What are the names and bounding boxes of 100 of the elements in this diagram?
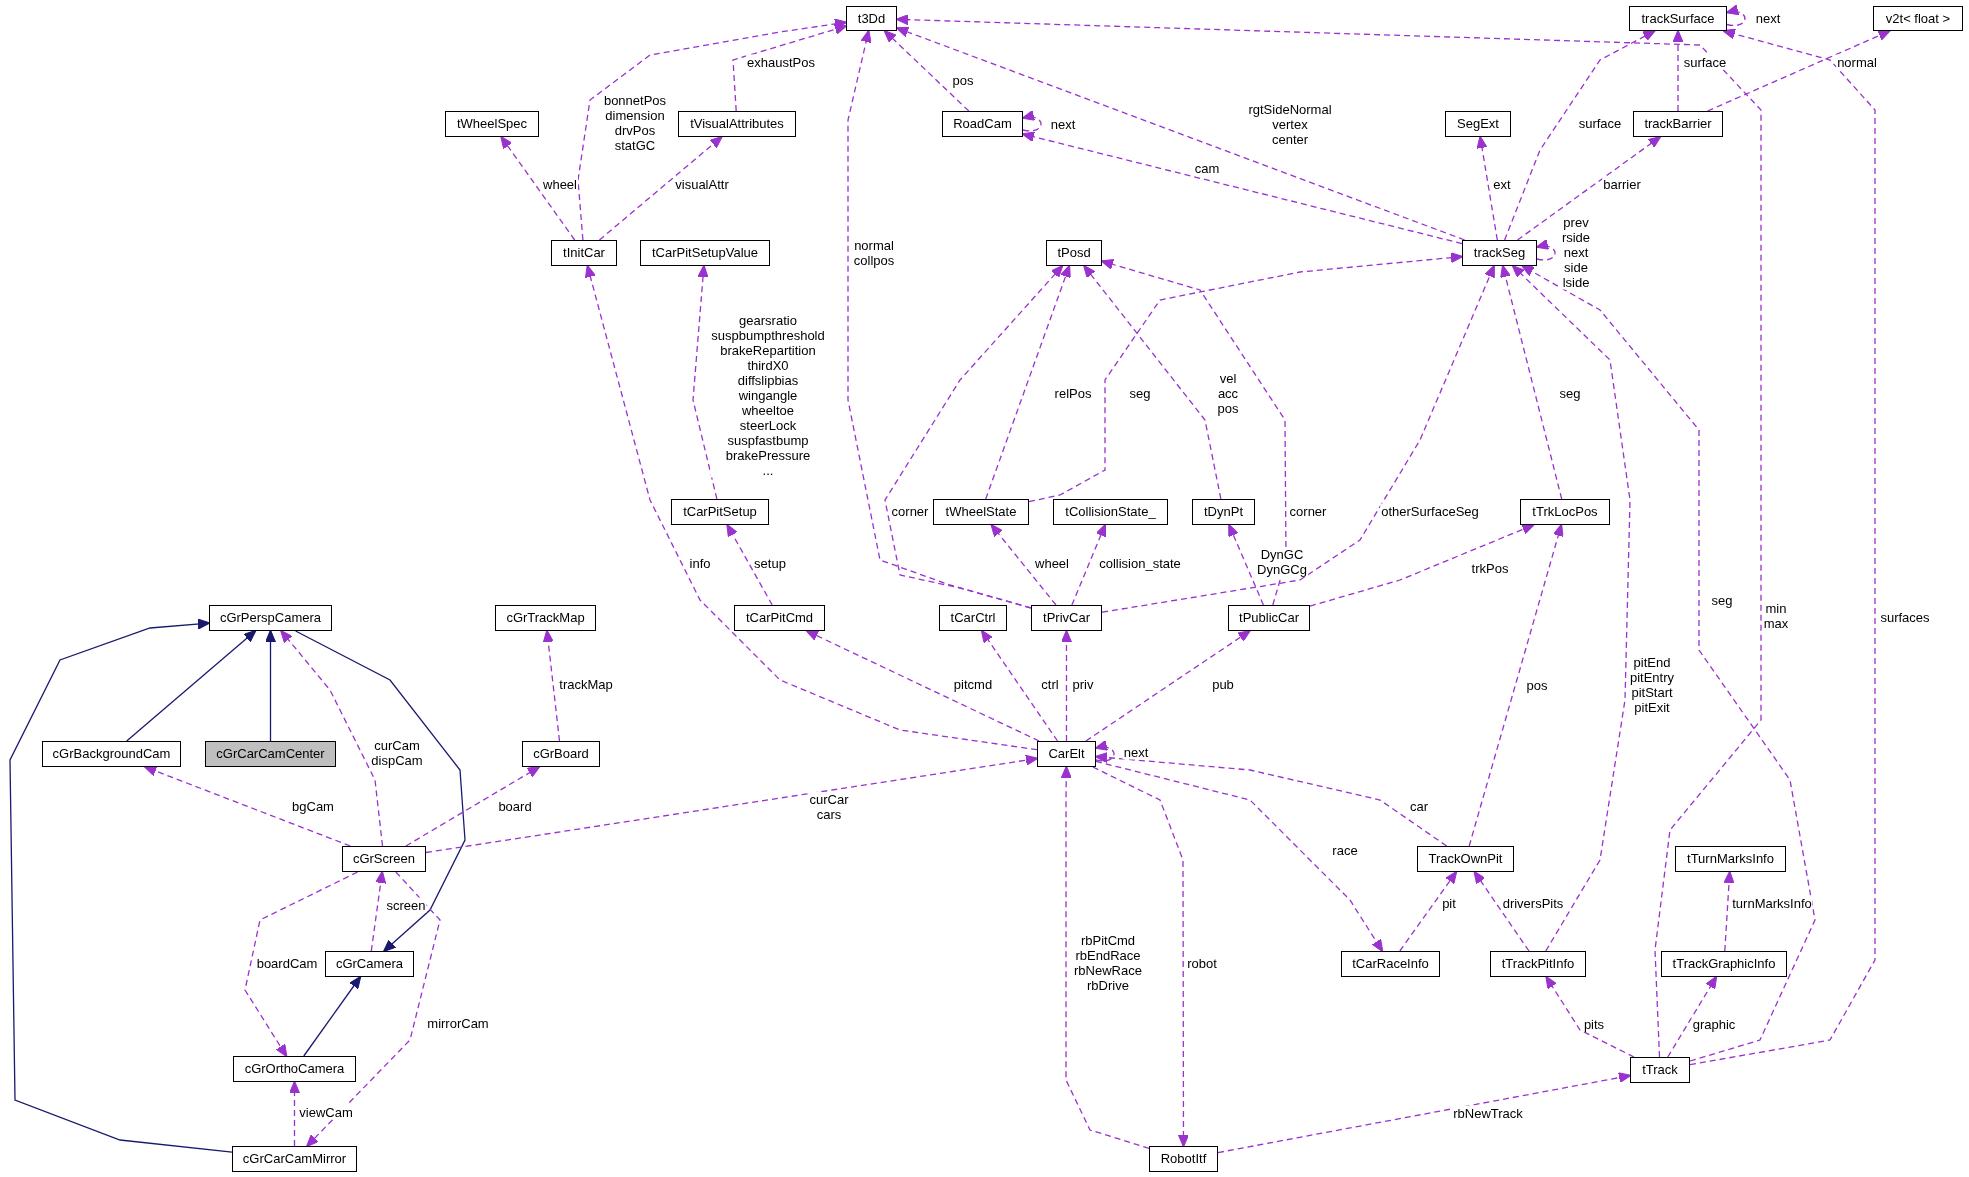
class-box: tDynPt bbox=[1192, 499, 1255, 525]
arrow bbox=[303, 975, 362, 1057]
class-box: tWheelState bbox=[933, 499, 1029, 525]
class-box: RobotItf bbox=[1149, 1146, 1218, 1172]
class-box: tCarRaceInfo bbox=[1341, 951, 1440, 977]
dashed-arrow bbox=[1545, 975, 1635, 1058]
dashed-arrow bbox=[1071, 523, 1106, 606]
dashed-arrow bbox=[244, 871, 359, 1058]
dashed-arrow bbox=[305, 871, 441, 1148]
dashed-arrow bbox=[805, 630, 1040, 742]
dashed-arrow bbox=[692, 264, 718, 500]
edge-label: surface bbox=[1682, 54, 1728, 70]
dashed-arrow bbox=[370, 870, 387, 952]
class-box: trackSurface bbox=[1629, 6, 1727, 31]
edge-label: normal collpos bbox=[852, 238, 896, 268]
class-box: cGrPerspCamera bbox=[209, 605, 332, 631]
dashed-arrow bbox=[1094, 752, 1448, 847]
edge-label: rbPitCmd rbEndRace rbNewRace rbDrive bbox=[1073, 933, 1143, 993]
class-box: tCarPitCmd bbox=[734, 605, 825, 631]
dashed-arrow bbox=[1503, 30, 1656, 241]
edge-label: viewCam bbox=[298, 1104, 354, 1120]
class-box: t3Dd bbox=[846, 6, 897, 31]
dashed-arrow bbox=[500, 135, 576, 241]
class-box: trackSeg bbox=[1462, 240, 1537, 266]
class-box: tTrack bbox=[1630, 1057, 1690, 1083]
dashed-arrow bbox=[1521, 265, 1816, 1062]
class-box: tPublicCar bbox=[1228, 605, 1310, 631]
class-box: tTrackPitInfo bbox=[1490, 951, 1586, 977]
class-box: v2t< float > bbox=[1873, 6, 1963, 31]
arrow bbox=[265, 629, 276, 742]
class-box: CarElt bbox=[1037, 741, 1096, 767]
class-box: cGrBoard bbox=[522, 741, 600, 767]
arrow bbox=[126, 629, 257, 742]
class-box: cGrBackgroundCam bbox=[42, 741, 181, 767]
dashed-arrow bbox=[1028, 252, 1464, 503]
class-box: tTrkLocPos bbox=[1520, 499, 1610, 525]
dashed-arrow bbox=[985, 264, 1071, 500]
dashed-arrow bbox=[542, 629, 561, 742]
class-box: SegExt bbox=[1445, 111, 1511, 137]
dashed-arrow bbox=[990, 523, 1057, 606]
edge-label: DynGC DynGCg bbox=[1256, 547, 1308, 577]
dashed-arrow bbox=[1217, 1072, 1632, 1154]
class-box: trackBarrier bbox=[1633, 111, 1723, 137]
dashed-arrow bbox=[1309, 524, 1535, 607]
dashed-arrow bbox=[726, 523, 773, 606]
dashed-arrow bbox=[1399, 870, 1458, 952]
dashed-arrow bbox=[884, 264, 1064, 609]
class-box: cGrOrthoCamera bbox=[233, 1056, 356, 1082]
dashed-arrow bbox=[1723, 870, 1735, 952]
dashed-arrow bbox=[1476, 135, 1498, 241]
dashed-arrow bbox=[1725, 5, 1746, 27]
dashed-arrow bbox=[1500, 264, 1563, 500]
class-box: tCarPitSetupValue bbox=[640, 240, 770, 266]
arrow bbox=[9, 618, 233, 1153]
class-box: tInitCar bbox=[551, 240, 617, 266]
edge-label: bonnetPos dimension drvPos statGC bbox=[602, 93, 668, 153]
dashed-arrow bbox=[895, 26, 1466, 241]
dashed-arrow bbox=[883, 29, 970, 112]
class-box: cGrScreen bbox=[342, 846, 426, 872]
dashed-arrow bbox=[1672, 29, 1684, 112]
dashed-arrow bbox=[1473, 870, 1530, 952]
class-box: tCollisionState_ bbox=[1053, 499, 1168, 525]
dashed-arrow bbox=[1689, 28, 1876, 1066]
dashed-arrow bbox=[1516, 135, 1662, 241]
dashed-arrow bbox=[1095, 760, 1384, 953]
edge-label: rbNewTrack bbox=[1452, 1105, 1524, 1121]
dashed-arrow bbox=[1468, 523, 1564, 847]
dashed-arrow bbox=[585, 264, 1038, 751]
class-box: tVisualAttributes bbox=[678, 111, 796, 137]
edge-label: curCam dispCam bbox=[370, 738, 424, 768]
dashed-arrow bbox=[732, 23, 848, 112]
edge-label: curCar cars bbox=[808, 792, 850, 822]
edge-label: screen bbox=[385, 897, 427, 913]
class-box: cGrCarCamMirror bbox=[232, 1146, 357, 1172]
dashed-arrow bbox=[1511, 264, 1631, 952]
dashed-arrow bbox=[1706, 30, 1891, 112]
class-box: RoadCam bbox=[942, 111, 1023, 137]
edge-label: barrier bbox=[1602, 176, 1642, 192]
dashed-arrow bbox=[1085, 629, 1251, 742]
dashed-arrow bbox=[1228, 523, 1265, 606]
dashed-arrow bbox=[1061, 629, 1072, 742]
dashed-arrow bbox=[1060, 765, 1150, 1149]
dashed-arrow bbox=[895, 14, 1762, 1058]
dashed-arrow bbox=[980, 629, 1059, 742]
dashed-arrow bbox=[1101, 264, 1495, 613]
class-box: tPosd bbox=[1046, 240, 1102, 266]
dashed-arrow bbox=[1100, 259, 1287, 606]
dashed-arrow bbox=[405, 766, 541, 847]
dashed-arrow bbox=[577, 18, 848, 241]
dashed-arrow bbox=[1535, 239, 1556, 261]
class-box: TrackOwnPit bbox=[1417, 846, 1514, 872]
edge-label: exhaustPos bbox=[746, 54, 816, 70]
class-box: tTurnMarksInfo bbox=[1675, 846, 1786, 872]
dashed-arrow bbox=[1021, 110, 1042, 132]
dashed-arrow bbox=[1021, 131, 1463, 245]
dashed-arrow bbox=[1092, 766, 1189, 1148]
edge-label: normal bbox=[1836, 54, 1878, 70]
class-box: tTrackGraphicInfo bbox=[1661, 951, 1787, 977]
dashed-arrow bbox=[1667, 975, 1718, 1058]
dashed-arrow bbox=[143, 765, 351, 847]
